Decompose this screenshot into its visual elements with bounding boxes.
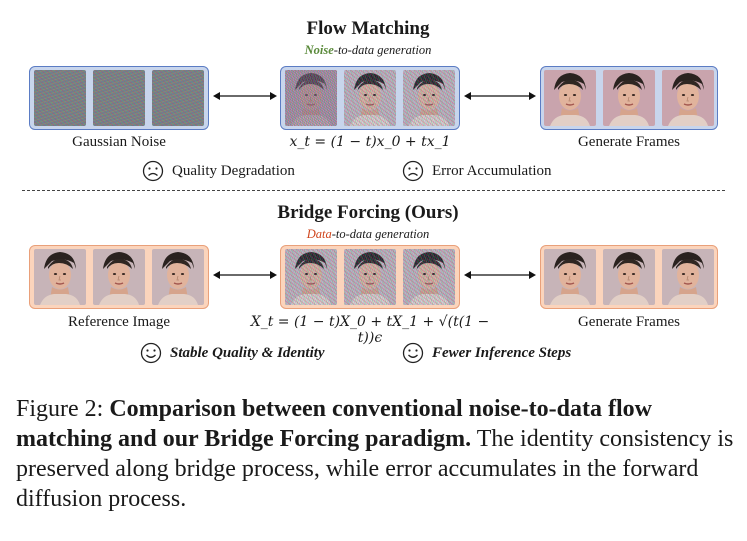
status-fewer-steps: Fewer Inference Steps (402, 342, 571, 364)
status-stable-quality: Stable Quality & Identity (140, 342, 325, 364)
subtitle-rest: -to-data generation (333, 43, 432, 57)
flow-matching-title: Flow Matching (306, 18, 430, 39)
status-text: Error Accumulation (432, 162, 552, 179)
sad-face-icon (142, 160, 164, 182)
flow-formula: x_t = (1 − t)x_0 + tx_1 (289, 134, 451, 150)
bridge-face-frame (285, 249, 337, 305)
gaussian-noise-panel (29, 66, 209, 130)
caption-rest: The identity consistency is preserved al… (16, 426, 734, 512)
status-text: Fewer Inference Steps (432, 344, 572, 361)
happy-face-icon (140, 342, 162, 364)
double-arrow-icon (213, 271, 277, 279)
generated-face-frame (603, 249, 655, 305)
reference-face-frame (152, 249, 204, 305)
generated-face-frame (603, 70, 655, 126)
generated-face-frame (544, 70, 596, 126)
subtitle-accent: Noise (304, 43, 334, 57)
noise-frame (152, 70, 204, 126)
noise-frame (93, 70, 145, 126)
figure-caption: Figure 2: Comparison between conventiona… (16, 394, 734, 514)
status-text: Quality Degradation (172, 162, 295, 179)
double-arrow-icon (464, 271, 536, 279)
generated-face-frame (662, 249, 714, 305)
reference-image-label: Reference Image (67, 314, 170, 330)
status-text: Stable Quality & Identity (170, 344, 325, 361)
double-arrow-icon (213, 92, 277, 100)
generated-face-frame (544, 249, 596, 305)
bridge-generated-frames-panel (540, 245, 718, 309)
status-error-accumulation: Error Accumulation (402, 160, 552, 182)
intermediate-frames-panel (280, 66, 460, 130)
generate-frames-label: Generate Frames (577, 314, 681, 330)
bridge-face-frame (344, 249, 396, 305)
bridge-forcing-title: Bridge Forcing (Ours) (277, 202, 459, 223)
generated-face-frame (662, 70, 714, 126)
noisy-face-frame (344, 70, 396, 126)
subtitle-accent: Data (306, 227, 332, 241)
caption-prefix: Figure 2: (16, 396, 110, 422)
sad-face-icon (402, 160, 424, 182)
reference-image-panel (29, 245, 209, 309)
reference-face-frame (93, 249, 145, 305)
happy-face-icon (402, 342, 424, 364)
generate-frames-label: Generate Frames (577, 134, 681, 150)
double-arrow-icon (464, 92, 536, 100)
noise-frame (34, 70, 86, 126)
bridge-forcing-subtitle: Data-to-data generation (218, 227, 518, 242)
bridge-face-frame (403, 249, 455, 305)
noisy-face-frame (403, 70, 455, 126)
flow-matching-subtitle: Noise-to-data generation (218, 43, 518, 58)
bridge-frames-panel (280, 245, 460, 309)
subtitle-rest: -to-data generation (331, 227, 430, 241)
noisy-face-frame (285, 70, 337, 126)
section-divider (22, 190, 725, 191)
reference-face-frame (34, 249, 86, 305)
status-quality-degradation: Quality Degradation (142, 160, 295, 182)
caption-bold: Comparison between conventional noise-to… (16, 396, 652, 452)
gaussian-noise-label: Gaussian Noise (72, 134, 166, 150)
generated-frames-panel (540, 66, 718, 130)
bridge-formula: X_t = (1 − t)X_0 + tX_1 + √(t(1 − t))ϵ (250, 314, 490, 346)
